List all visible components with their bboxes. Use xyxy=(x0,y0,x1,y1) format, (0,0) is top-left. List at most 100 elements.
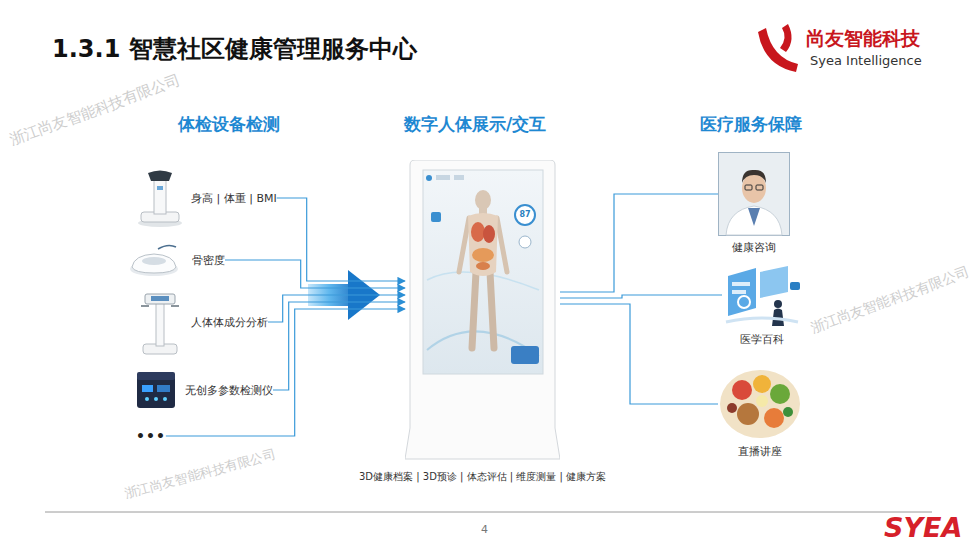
ellipse-shape xyxy=(471,222,485,242)
doctor-photo xyxy=(718,152,790,236)
ellipse-shape xyxy=(476,262,490,270)
rect-shape xyxy=(756,185,763,190)
path-shape xyxy=(468,213,498,276)
service-item: 医学百科 xyxy=(722,262,802,347)
path-shape xyxy=(472,272,494,348)
node-label: 医学百科 xyxy=(740,332,784,347)
column-heading: 体检设备检测 xyxy=(178,114,280,134)
circle-shape xyxy=(727,403,737,413)
service-item: 健康咨询 xyxy=(718,152,790,255)
connector-line xyxy=(277,198,405,281)
rect-shape xyxy=(142,385,153,392)
path-shape xyxy=(405,160,560,459)
rect-shape xyxy=(137,372,175,380)
rect-shape xyxy=(157,186,163,190)
footer-rule xyxy=(45,512,932,513)
more-devices: ••• xyxy=(136,428,166,444)
rect-shape xyxy=(732,290,746,294)
connector-line xyxy=(273,302,405,390)
circle-shape xyxy=(774,300,782,308)
food-photo xyxy=(718,368,802,440)
node-label: 无创多参数检测仪 xyxy=(185,383,273,398)
circle-shape xyxy=(770,384,790,404)
node-label: 骨密度 xyxy=(192,253,225,268)
node-label: ••• xyxy=(136,428,166,444)
connector-line xyxy=(225,260,405,288)
connector-line xyxy=(560,295,722,298)
circle-shape xyxy=(515,205,535,225)
path-shape xyxy=(726,206,782,235)
circle-shape xyxy=(519,236,531,248)
path-shape xyxy=(141,305,179,307)
path-shape xyxy=(728,268,756,316)
circle-shape xyxy=(753,375,771,393)
logo-swoosh xyxy=(780,24,792,52)
encyclopedia-illustration xyxy=(722,262,802,328)
circle-shape xyxy=(756,395,768,407)
rect-shape xyxy=(436,175,450,180)
rect-shape xyxy=(790,282,800,290)
circle-shape xyxy=(764,408,784,428)
page-number: 4 xyxy=(481,523,488,536)
device-item: 人体体成分分析 xyxy=(135,288,268,356)
column-heading: 医疗服务保障 xyxy=(700,114,802,134)
path-shape xyxy=(726,318,798,322)
path-shape xyxy=(132,254,176,273)
circle-shape xyxy=(737,403,759,425)
circle-shape xyxy=(783,407,793,417)
logo-text: 尚友智能科技 xyxy=(806,27,920,50)
logo-subtext: Syea Intelligence xyxy=(810,53,922,69)
rect-shape xyxy=(732,282,750,286)
service-item: 直播讲座 xyxy=(718,368,802,459)
ellipse-shape xyxy=(472,248,494,262)
rect-shape xyxy=(157,385,170,392)
logo-swoosh xyxy=(758,28,798,72)
rect-shape xyxy=(423,170,543,374)
rect-shape xyxy=(156,300,164,346)
watermark: 浙江尚友智能科技有限公司 xyxy=(7,71,182,149)
path-shape xyxy=(148,171,172,182)
display-kiosk: 3D健康档案 | 3D预诊 | 体态评估 | 维度测量 | 健康方案 xyxy=(405,160,560,460)
rect-shape xyxy=(511,346,539,364)
column-heading: 数字人体展示/交互 xyxy=(404,114,546,134)
rect-shape xyxy=(151,296,169,301)
circle-shape xyxy=(163,397,167,401)
multi-parameter-device xyxy=(133,368,179,412)
watermark: 浙江尚友智能科技有限公司 xyxy=(123,446,278,501)
connector-line xyxy=(166,309,405,436)
bone-density-device xyxy=(128,243,186,277)
node-label: 健康咨询 xyxy=(732,240,776,255)
node-label: 直播讲座 xyxy=(738,444,782,459)
path-shape xyxy=(742,170,766,183)
ellipse-shape xyxy=(720,370,800,438)
connector-line xyxy=(560,194,718,292)
body-composition-device xyxy=(135,288,185,356)
ellipse-shape xyxy=(142,257,166,265)
brand-logo: SYEA xyxy=(884,512,962,544)
rect-shape xyxy=(137,376,175,408)
rect-shape xyxy=(454,175,464,180)
circle-shape xyxy=(145,397,149,401)
path-shape xyxy=(760,266,788,298)
watermark: 浙江尚友智能科技有限公司 xyxy=(808,263,972,336)
path-shape xyxy=(158,245,176,249)
node-label: 身高 | 体重 | BMI xyxy=(191,191,277,206)
node-label: 人体体成分分析 xyxy=(191,315,268,330)
logo-mark xyxy=(758,24,798,72)
screen-score: 87 xyxy=(519,210,530,220)
path-shape xyxy=(748,208,760,226)
rect-shape xyxy=(431,212,441,222)
device-item: 身高 | 体重 | BMI xyxy=(135,168,277,228)
circle-shape xyxy=(738,296,750,308)
connector-line xyxy=(560,304,718,404)
slide-title: 1.3.1 智慧社区健康管理服务中心 xyxy=(52,33,417,65)
height-scale-device xyxy=(135,168,185,228)
device-item: 骨密度 xyxy=(128,243,225,277)
circle-shape xyxy=(426,175,432,181)
circle-shape xyxy=(732,380,752,400)
device-item: 无创多参数检测仪 xyxy=(133,368,273,412)
rect-shape xyxy=(745,185,752,190)
rect-shape xyxy=(145,294,175,304)
node-label: 3D健康档案 | 3D预诊 | 体态评估 | 维度测量 | 健康方案 xyxy=(359,470,606,484)
